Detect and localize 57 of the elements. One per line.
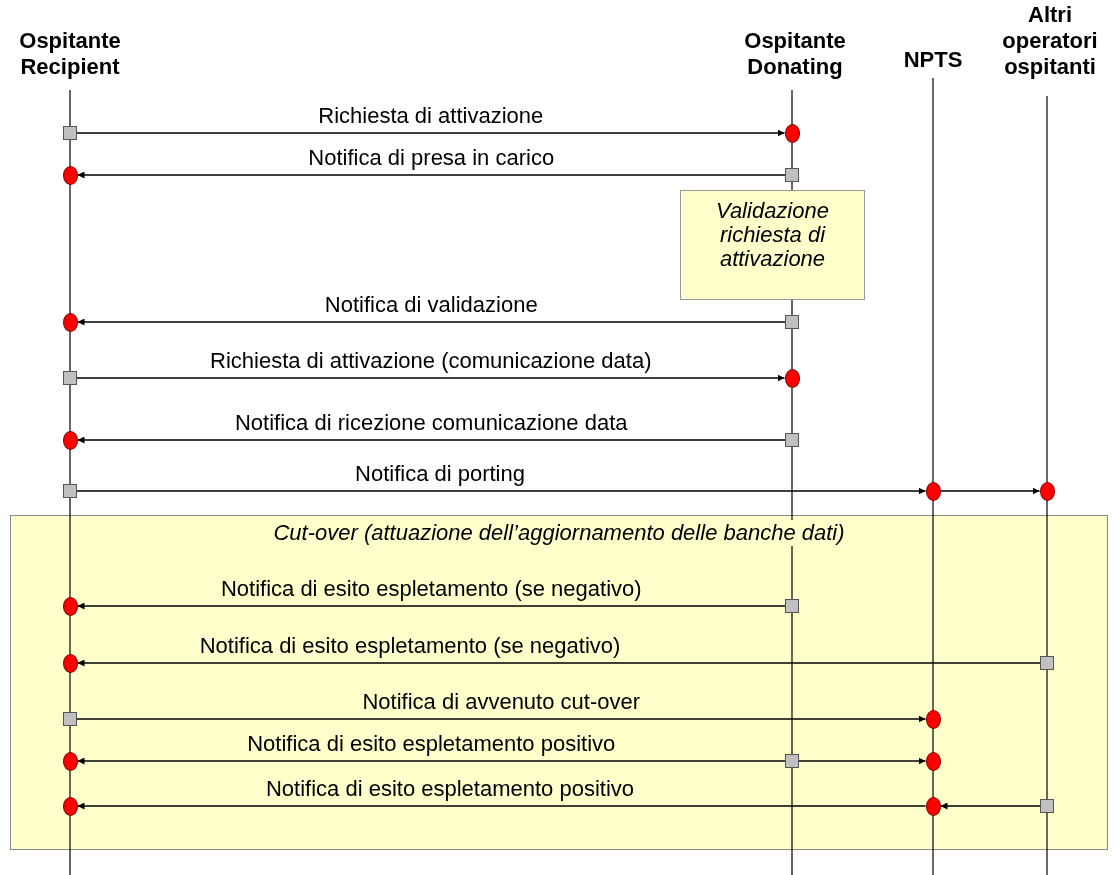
message-start-square <box>63 126 77 140</box>
edge-label: Notifica di porting <box>355 462 525 486</box>
participant-label: NPTS <box>893 47 973 75</box>
message-start-square <box>63 371 77 385</box>
edge-label: Notifica di esito espletamento (se negativo) <box>199 634 621 658</box>
message-arrow <box>76 659 1041 667</box>
message-arrow <box>798 757 927 765</box>
participant-label: Altri operatori ospitanti <box>985 2 1115 92</box>
message-start-square <box>785 754 799 768</box>
message-arrow <box>76 802 927 810</box>
message-arrow <box>76 374 786 382</box>
message-end-dot <box>925 481 941 501</box>
edge-label: Richiesta di attivazione <box>318 104 544 128</box>
message-end-dot <box>1039 481 1055 501</box>
edge-label: Notifica di avvenuto cut-over <box>362 690 641 714</box>
message-start-square <box>785 433 799 447</box>
message-end-dot <box>62 430 78 450</box>
message-end-dot <box>925 751 941 771</box>
message-arrow <box>76 171 786 179</box>
message-arrow <box>76 487 927 495</box>
edge-label: Notifica di ricezione comunicazione data <box>235 411 628 435</box>
message-end-dot <box>62 796 78 816</box>
message-arrow <box>939 487 1041 495</box>
message-start-square <box>1040 799 1054 813</box>
message-start-square <box>63 484 77 498</box>
edge-label: Richiesta di attivazione (comunicazione data) <box>210 349 652 373</box>
message-end-dot <box>62 165 78 185</box>
edge-label: Notifica di presa in carico <box>308 146 555 170</box>
message-end-dot <box>784 368 800 388</box>
message-end-dot <box>925 709 941 729</box>
edge-label: Notifica di esito espletamento positivo <box>265 777 635 801</box>
message-start-square <box>785 599 799 613</box>
phase-band <box>10 515 1108 850</box>
message-arrow <box>76 318 786 326</box>
note-box: Validazione richiesta di attivazione <box>680 190 865 300</box>
message-end-dot <box>62 596 78 616</box>
message-end-dot <box>62 312 78 332</box>
message-arrow <box>76 436 786 444</box>
edge-label: Notifica di validazione <box>324 293 538 317</box>
message-start-square <box>785 168 799 182</box>
message-start-square <box>63 712 77 726</box>
message-end-dot <box>784 123 800 143</box>
message-start-square <box>785 315 799 329</box>
message-start-square <box>1040 656 1054 670</box>
participant-label: Ospitante Recipient <box>0 28 140 88</box>
message-arrow <box>76 757 786 765</box>
message-arrow <box>76 715 927 723</box>
message-end-dot <box>62 653 78 673</box>
message-end-dot <box>925 796 941 816</box>
message-end-dot <box>62 751 78 771</box>
message-arrow <box>76 129 786 137</box>
message-arrow <box>76 602 786 610</box>
phase-title: Cut-over (attuazione dell’aggiornamento delle banche dati) <box>271 520 847 546</box>
edge-label: Notifica di esito espletamento (se negativo) <box>220 577 642 601</box>
message-arrow <box>939 802 1041 810</box>
edge-label: Notifica di esito espletamento positivo <box>247 732 616 756</box>
participant-label: Ospitante Donating <box>725 28 865 88</box>
